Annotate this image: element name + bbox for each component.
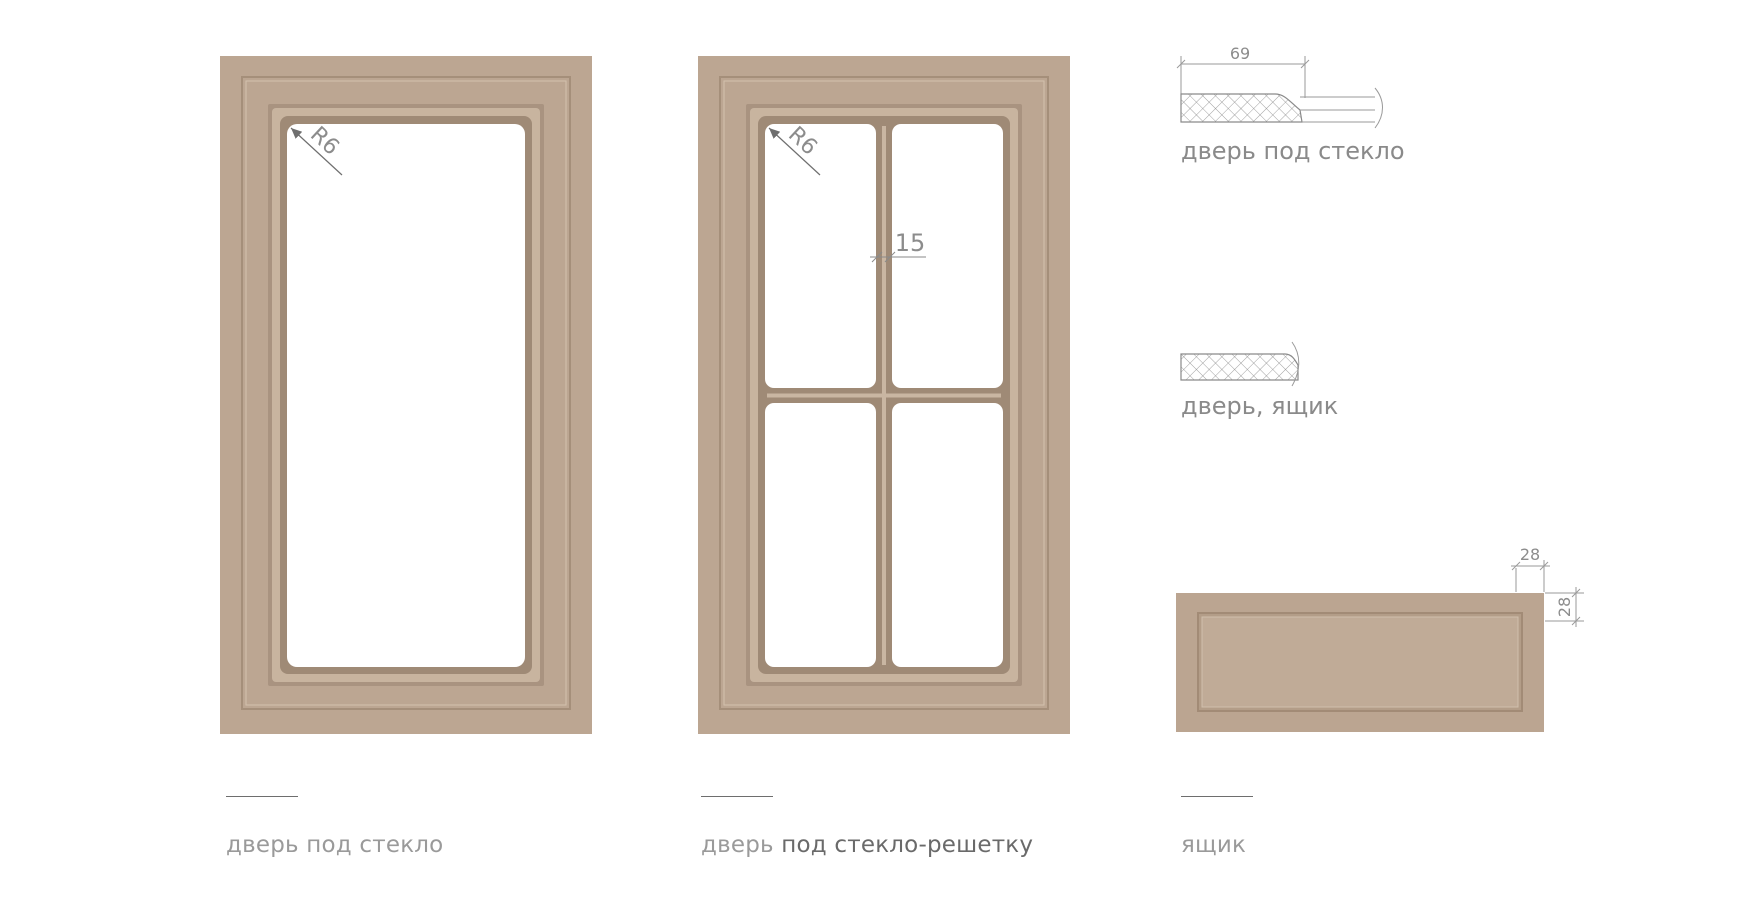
drawer-caption: ящик — [1181, 832, 1247, 858]
drawer-rule — [1181, 796, 1253, 797]
glass-door-rule — [226, 796, 298, 797]
profile-width-label: 69 — [1230, 44, 1250, 63]
drawer-side-dim-label: 28 — [1555, 597, 1574, 617]
grid-door-rule — [701, 796, 773, 797]
door-drawer-profile — [1180, 341, 1300, 387]
grid-door-caption-part1: дверь — [701, 832, 774, 858]
grid-glass-door: R6 15 — [698, 56, 1070, 734]
drawer-top-dim-label: 28 — [1520, 545, 1540, 564]
glass-door-caption: дверь под стекло — [226, 832, 444, 858]
door-profile-label: дверь, ящик — [1181, 392, 1339, 420]
mullion-width-label: 15 — [895, 229, 926, 257]
drawer-front: 28 28 — [1176, 545, 1584, 732]
grid-door-caption: дверь под стекло-решетку — [701, 832, 1033, 858]
grid-door-caption-part2: под стекло-решетку — [773, 832, 1034, 858]
glass-door: R6 — [220, 56, 592, 734]
glass-door-profile: 69 — [1176, 44, 1383, 129]
glass-profile-label: дверь под стекло — [1181, 137, 1405, 165]
